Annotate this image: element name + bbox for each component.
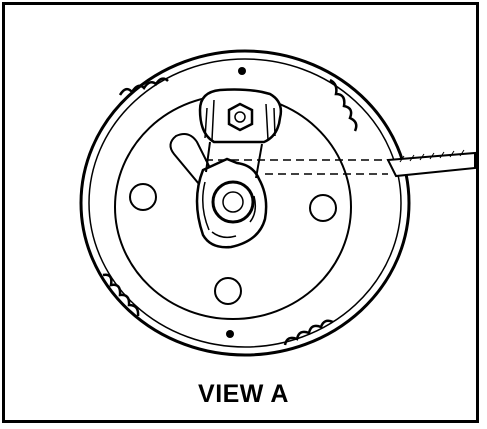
bottom-hole xyxy=(214,277,242,305)
link-left xyxy=(205,141,211,173)
gear-outer-rim xyxy=(79,49,411,357)
bottom-index-dot xyxy=(226,330,234,338)
gear-teeth-upper-left xyxy=(118,77,169,96)
gear-teeth-lower-right xyxy=(283,319,334,346)
gear-inner-rim xyxy=(88,58,402,348)
left-hole xyxy=(129,183,157,211)
shaft-hatch xyxy=(399,149,465,163)
center-hub-bore xyxy=(222,191,244,213)
bracket-side-right xyxy=(265,103,276,141)
gear-teeth-upper-right xyxy=(329,78,358,132)
gear-teeth-lower-left xyxy=(102,273,140,317)
top-index-dot xyxy=(238,67,246,75)
cam-shading xyxy=(202,181,257,239)
bracket-side-left xyxy=(204,99,215,141)
shaft xyxy=(386,151,476,178)
right-hole xyxy=(309,194,337,222)
link-right xyxy=(255,143,263,179)
view-caption: VIEW A xyxy=(198,380,289,408)
hex-nut-center xyxy=(234,111,246,123)
